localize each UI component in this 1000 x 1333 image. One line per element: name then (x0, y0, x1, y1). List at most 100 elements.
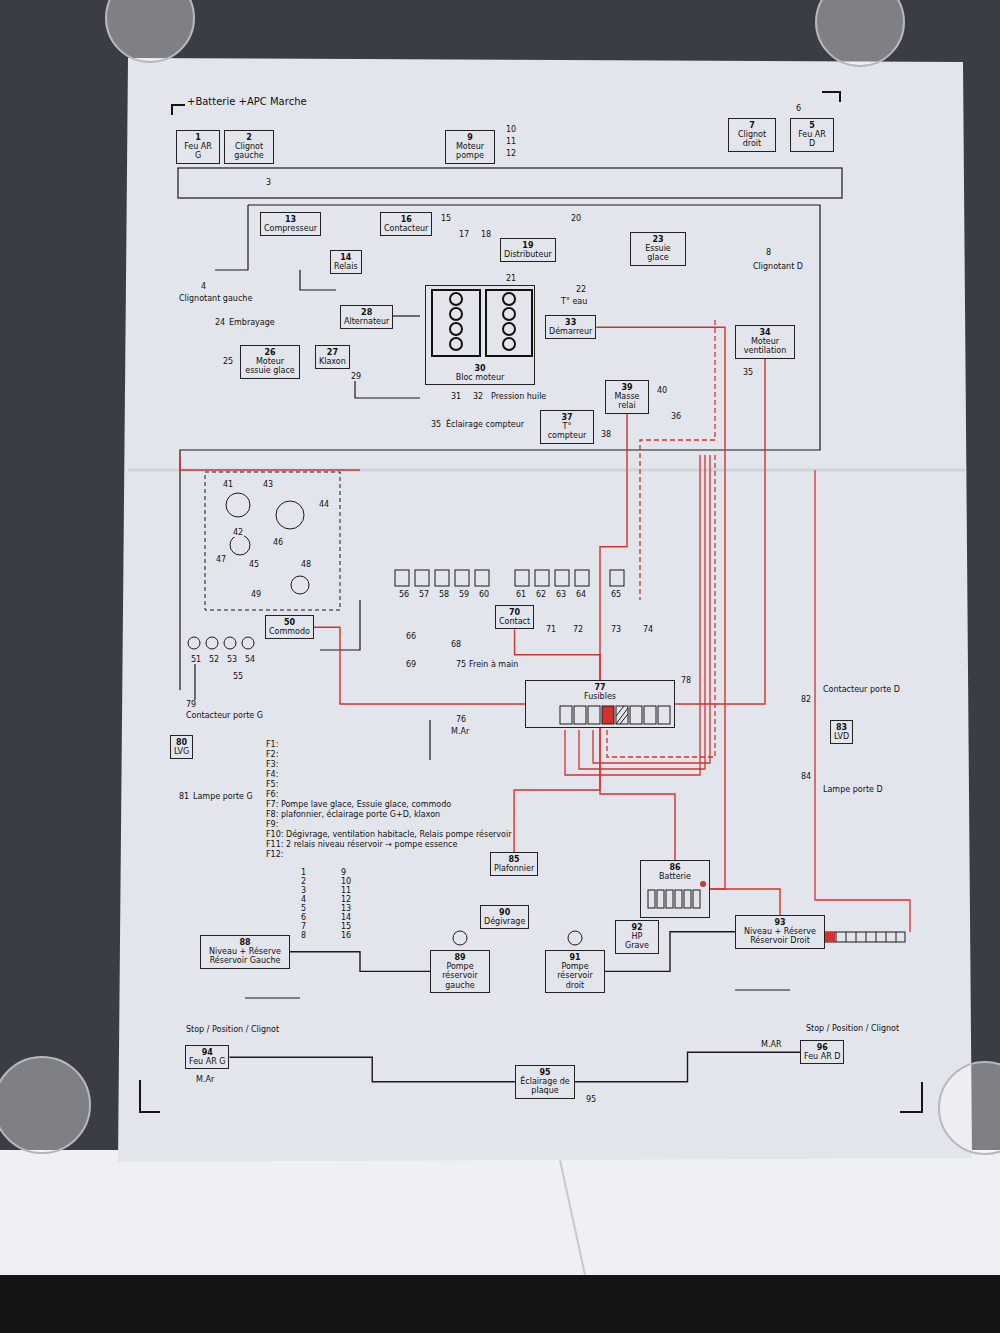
note-text: F3: (265, 760, 279, 769)
callout-number: 93 (739, 918, 821, 927)
note-text: Lampe porte G (192, 792, 254, 801)
callout-number: 6 (300, 913, 307, 922)
drawing-rect (616, 706, 628, 724)
callout-number: 5 (794, 121, 830, 130)
drawing-circle (276, 501, 304, 529)
drawing-rect (0, 1150, 1000, 1275)
drawing-circle (453, 931, 467, 945)
callout-number: 74 (642, 625, 654, 634)
drawing-path (822, 92, 840, 102)
drawing-rect (657, 890, 664, 908)
note-text: Contacteur porte D (822, 685, 901, 694)
note-text: Pression huile (490, 392, 547, 401)
component-box: 94Feu AR G (185, 1045, 229, 1069)
part-name: Feu AR D (794, 130, 830, 148)
callout-number: 92 (619, 923, 655, 932)
part-name: Clignot gauche (228, 142, 270, 160)
drawing-rect (825, 932, 905, 942)
callout-number: 34 (739, 328, 791, 337)
drawing-g (188, 493, 309, 649)
drawing-rect (684, 890, 691, 908)
callout-number: 83 (834, 723, 849, 732)
drawing-polygon (118, 58, 972, 1162)
component-box: 19Distributeur (500, 238, 556, 262)
callout-number: 23 (634, 235, 682, 244)
note-text: F6: (265, 790, 279, 799)
callout-number: 77 (529, 683, 671, 692)
part-name: Relais (334, 262, 358, 271)
callout-number: 14 (340, 913, 352, 922)
component-box: 80LVG (170, 735, 193, 759)
drawing-rect (644, 706, 656, 724)
drawing-path (194, 660, 195, 700)
callout-number: 10 (505, 125, 517, 134)
callout-number: 35 (742, 368, 754, 377)
callout-number: 39 (609, 383, 645, 392)
callout-number: 42 (232, 528, 244, 537)
callout-number: 27 (319, 348, 346, 357)
callout-number: 16 (340, 931, 352, 940)
drawing-circle (503, 338, 515, 350)
component-box: 26Moteur essuie glace (240, 345, 300, 379)
drawing-rect (455, 570, 469, 586)
callout-number: 88 (204, 938, 286, 947)
component-box: 88Niveau + Réserve Réservoir Gauche (200, 935, 290, 969)
component-box: 1Feu AR G (176, 130, 220, 164)
drawing-rect (575, 570, 589, 586)
callout-number: 9 (340, 868, 347, 877)
part-name: Compresseur (264, 224, 317, 233)
note-text: T° eau (560, 297, 588, 306)
callout-number: 82 (800, 695, 812, 704)
callout-number: 31 (450, 392, 462, 401)
callout-number: 95 (519, 1068, 571, 1077)
drawing-path (140, 1080, 160, 1112)
note-text: Éclairage compteur (445, 420, 525, 429)
part-name: Moteur essuie glace (244, 357, 296, 375)
drawing-circle (106, 0, 194, 62)
part-name: Éclairage de plaque (519, 1077, 571, 1095)
drawing-path (355, 375, 420, 398)
callout-number: 72 (572, 625, 584, 634)
part-name: Batterie (644, 872, 706, 881)
callout-number: 43 (262, 480, 274, 489)
part-name: Dégivrage (484, 917, 525, 926)
callout-number: 50 (269, 618, 310, 627)
callout-number: 94 (189, 1048, 225, 1057)
callout-number: 58 (438, 590, 450, 599)
part-name: LVD (834, 732, 849, 741)
callout-number: 24 (214, 318, 226, 327)
callout-number: 61 (515, 590, 527, 599)
callout-number: 7 (300, 922, 307, 931)
component-box: 28Alternateur (340, 305, 393, 329)
note-text: Contacteur porte G (185, 711, 264, 720)
callout-number: 64 (575, 590, 587, 599)
note-text: Stop / Position / Clignot (805, 1024, 900, 1033)
callout-number: 17 (458, 230, 470, 239)
drawing-path (579, 455, 705, 769)
callout-number: 90 (484, 908, 525, 917)
drawing-circle (450, 293, 462, 305)
part-name: T° compteur (544, 422, 590, 440)
drawing-circle (816, 0, 904, 66)
callout-number: 6 (795, 104, 802, 113)
diagram-title: +Batterie +APC Marche (185, 96, 309, 108)
wire-connector (675, 359, 765, 704)
drawing-rect (675, 890, 682, 908)
callout-number: 49 (250, 590, 262, 599)
callout-number: 51 (190, 655, 202, 664)
callout-number: 10 (340, 877, 352, 886)
callout-number: 78 (680, 676, 692, 685)
callout-number: 68 (450, 640, 462, 649)
callout-number: 15 (440, 214, 452, 223)
callout-number: 45 (248, 560, 260, 569)
callout-number: 21 (505, 274, 517, 283)
note-text: Lampe porte D (822, 785, 884, 794)
callout-number: 3 (300, 886, 307, 895)
part-name: Démarreur (549, 327, 592, 336)
part-name: Contact (499, 617, 530, 626)
part-name: Feu AR D (804, 1052, 840, 1061)
drawing-rect (648, 890, 655, 908)
part-name: Niveau + Réserve Réservoir Droit (739, 927, 821, 945)
drawing-g (140, 92, 922, 1112)
callout-number: 89 (434, 953, 486, 962)
